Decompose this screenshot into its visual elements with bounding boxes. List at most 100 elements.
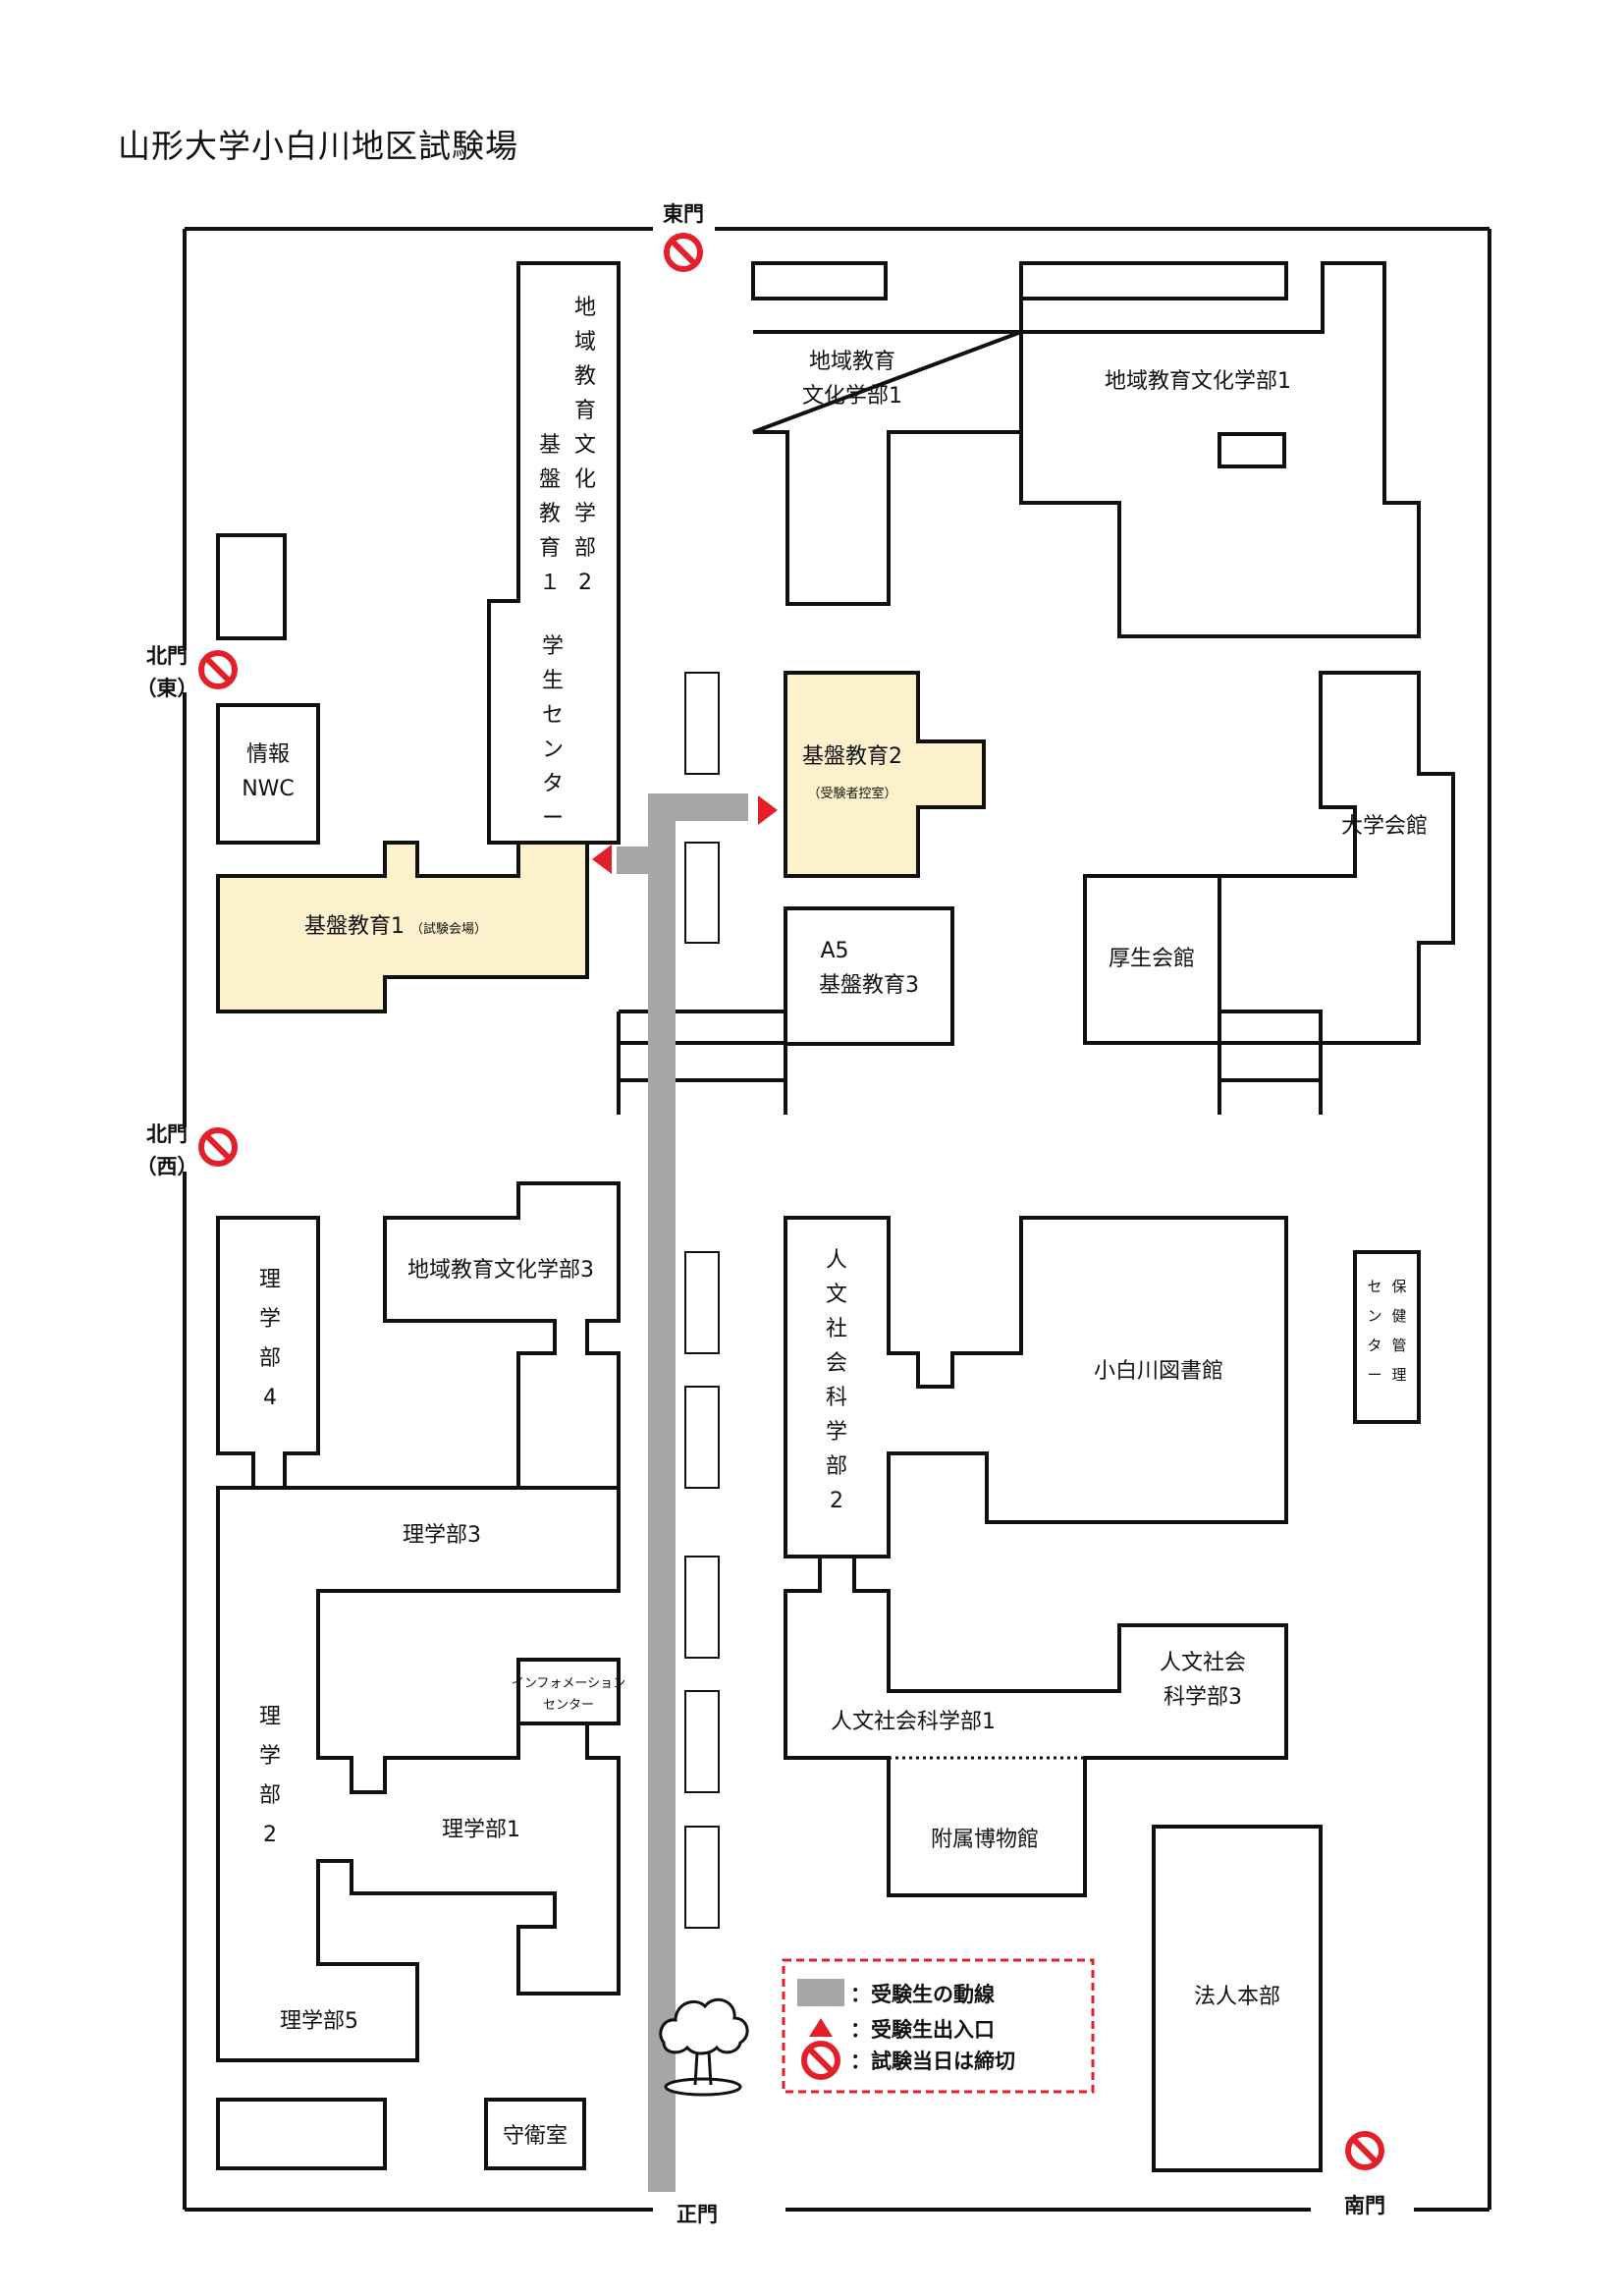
tree-icon (659, 1997, 749, 2097)
road-island (684, 1826, 720, 1929)
building-kiban-1 (216, 841, 589, 1013)
page-title: 山形大学小白川地区試験場 (118, 127, 518, 165)
examinee-route (617, 793, 748, 2192)
chiiki-bunka1-left-line2: 文化学部1 (802, 384, 902, 409)
vertical-char: 部 (259, 1346, 281, 1371)
vertical-char: 教 (574, 364, 596, 389)
road-island (684, 672, 720, 775)
legend: ：受験生の動線 ：受験生出入口 ：試験当日は締切 (782, 1958, 1095, 2094)
hoken-col-left: センター (1367, 1278, 1381, 1384)
building-top-long (1019, 261, 1288, 301)
vertical-char: 文 (826, 1283, 847, 1307)
vertical-char: １ (539, 571, 561, 595)
building-kiban-2 (784, 671, 986, 878)
vertical-char: 4 (263, 1386, 277, 1410)
chiiki-bunka3-label: 地域教育文化学部3 (407, 1258, 594, 1283)
guard-label: 守衛室 (503, 2124, 568, 2149)
vertical-char: 地 (574, 296, 596, 320)
vertical-char: 化 (574, 467, 596, 492)
tall-bottom-col: 学生センター (542, 634, 564, 831)
building-left-small (216, 533, 287, 640)
entrance-marker (592, 845, 612, 874)
kosei-kaikan-label: 厚生会館 (1109, 947, 1195, 971)
vertical-char: ー (542, 806, 564, 831)
vertical-char: 社 (826, 1317, 847, 1341)
kiban2-note: （受験者控室） (807, 786, 896, 801)
vertical-char: 科 (826, 1386, 847, 1410)
building-daigaku-kaikan (1218, 671, 1455, 1045)
rigakubu4-col: 理学部 4 (259, 1268, 281, 1410)
no-entry-icon (201, 1130, 235, 1164)
vertical-char: 2 (830, 1489, 843, 1513)
legend-closed-text: ：試験当日は締切 (850, 2050, 1015, 2073)
road-island (684, 1556, 720, 1659)
museum-label: 附属博物館 (931, 1828, 1039, 1852)
legend-entrance-text: ：受験生出入口 (850, 2018, 995, 2042)
building-top-small (751, 261, 888, 301)
vertical-char: 学 (826, 1420, 847, 1445)
kiban2-label: 基盤教育2 (802, 744, 902, 769)
building-guard (484, 2098, 586, 2170)
vertical-char: 理 (259, 1705, 281, 1729)
vertical-char: 理 (259, 1268, 281, 1292)
rigakubu3-label: 理学部3 (403, 1523, 481, 1548)
building-joho-nwc (216, 703, 320, 845)
vertical-char: 教 (539, 502, 561, 526)
hojin-honbu-label: 法人本部 (1194, 1985, 1280, 2009)
vertical-char: 盤 (539, 467, 561, 492)
vertical-char: 基 (539, 433, 561, 458)
vertical-char: 育 (574, 399, 596, 423)
info-center-line2: センター (543, 1698, 594, 1713)
vertical-char: ン (542, 738, 564, 762)
building-jinbun-2 (784, 1216, 1288, 1593)
no-entry-icon (667, 236, 700, 269)
building-info-center (516, 1658, 621, 1725)
no-entry-icon (804, 2044, 838, 2077)
vertical-char: 生 (542, 669, 564, 693)
campus-boundary (183, 227, 1491, 2212)
building-student-center (487, 261, 621, 845)
building-kosei-kaikan (1083, 874, 1221, 1045)
jinbun3-line1: 人文社会 (1160, 1651, 1246, 1675)
vertical-char: 2 (263, 1823, 277, 1847)
chiiki-bunka1-right: 地域教育文化学部1 (1105, 369, 1291, 394)
north-west-gate-label-1: 北門 (146, 1122, 188, 1146)
vertical-char: タ (542, 772, 564, 796)
no-entry-icon (201, 653, 235, 686)
vertical-char: 文 (574, 433, 596, 458)
jinbun3-line2: 科学部3 (1164, 1685, 1242, 1710)
south-gate-label: 南門 (1344, 2194, 1385, 2217)
road-island (684, 842, 720, 944)
vertical-char: 部 (826, 1454, 847, 1479)
a5-label: A5 (820, 939, 848, 963)
building-hojin-honbu (1152, 1825, 1323, 2172)
kiban3-label: 基盤教育3 (819, 973, 919, 998)
north-east-gate-label-2: （東） (136, 677, 198, 700)
legend-entrance-marker (809, 2018, 833, 2037)
vertical-char: 健 (1391, 1307, 1406, 1325)
vertical-char: 会 (826, 1351, 847, 1376)
entrance-marker (758, 795, 778, 825)
building-rigakubu-2-3-1 (216, 1486, 621, 2062)
vertical-char: ー (1367, 1366, 1381, 1384)
vertical-char: セ (1367, 1278, 1381, 1295)
legend-route-swatch (797, 1979, 844, 2006)
rigakubu5-label: 理学部5 (280, 2009, 358, 2034)
road-island (684, 1386, 720, 1489)
info-center-line1: インフォメーション (512, 1676, 625, 1691)
building-chiiki-bunka-1 (752, 261, 1421, 638)
vertical-char: 学 (259, 1307, 281, 1332)
jinbun2-col: 人文社会科学部 2 (826, 1248, 847, 1513)
building-chiiki-bunka-3 (383, 1181, 621, 1490)
vertical-char: 管 (1391, 1337, 1406, 1354)
vertical-char: 部 (259, 1783, 281, 1808)
vertical-char: 人 (826, 1248, 847, 1273)
corridor-lines (617, 1010, 1323, 1115)
legend-route-text: ：受験生の動線 (850, 1983, 995, 2006)
north-west-gate-label-2: （西） (136, 1155, 198, 1178)
vertical-char: 域 (574, 330, 596, 355)
vertical-char: タ (1367, 1337, 1381, 1354)
